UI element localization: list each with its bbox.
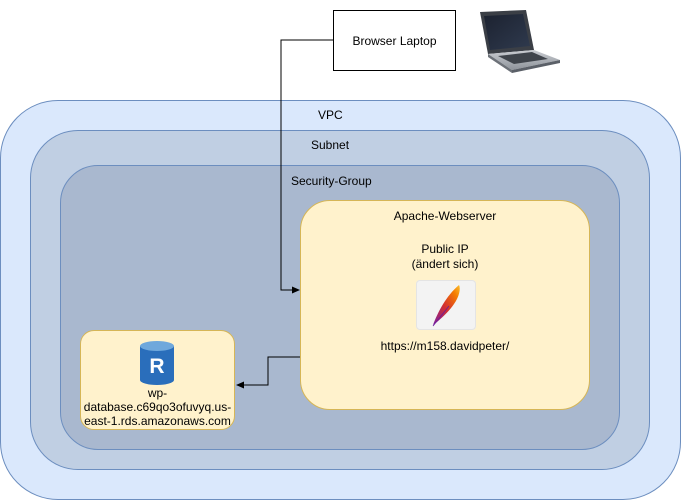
browser-laptop-label: Browser Laptop (352, 33, 437, 48)
rds-database-icon: R (138, 340, 176, 386)
database-endpoint-line2: database.c69qo3ofuvyq.us- (83, 400, 232, 414)
laptop-icon (478, 8, 562, 74)
database-endpoint: wp- database.c69qo3ofuvyq.us- east-1.rds… (80, 386, 235, 428)
apache-feather-icon (416, 280, 476, 330)
subnet-label: Subnet (311, 138, 350, 152)
database-endpoint-line1: wp- (147, 386, 168, 400)
webserver-url[interactable]: https://m158.davidpeter/ (380, 339, 510, 353)
database-endpoint-line3: east-1.rds.amazonaws.com (84, 414, 231, 428)
browser-laptop-box[interactable]: Browser Laptop (333, 10, 456, 71)
public-ip-label: Public IP (421, 242, 469, 256)
browser-to-webserver-connector (280, 39, 333, 294)
webserver-to-database-connector (236, 356, 300, 389)
rds-icon-letter: R (149, 355, 164, 378)
security-group-label: Security-Group (291, 174, 372, 188)
vpc-label: VPC (318, 108, 343, 122)
public-ip-note: (ändert sich) (411, 257, 479, 271)
webserver-title: Apache-Webserver (393, 209, 497, 223)
